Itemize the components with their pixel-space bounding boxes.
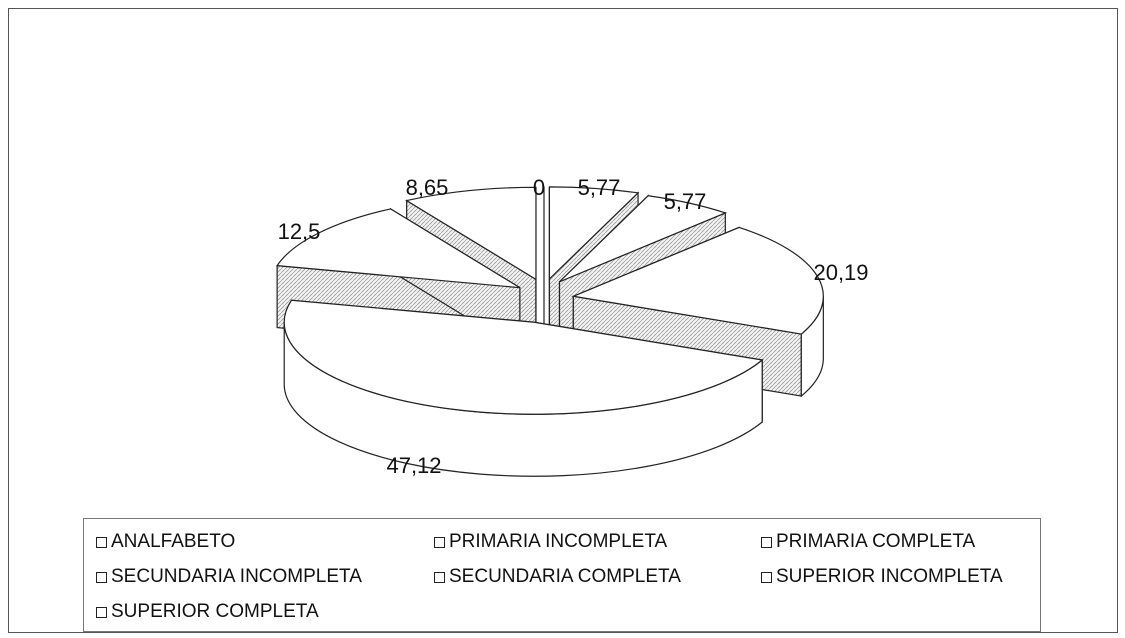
legend-item-superior-completa: SUPERIOR COMPLETA	[96, 601, 319, 623]
legend-label: SUPERIOR INCOMPLETA	[776, 566, 1003, 587]
legend-swatch	[761, 571, 772, 583]
legend-item-superior-incompleta: SUPERIOR INCOMPLETA	[761, 566, 1003, 588]
legend-label: PRIMARIA INCOMPLETA	[449, 531, 668, 552]
data-label: 47,12	[386, 453, 441, 478]
legend-swatch	[96, 536, 107, 548]
legend-item-primaria-completa: PRIMARIA COMPLETA	[761, 531, 975, 553]
legend-swatch	[761, 536, 772, 548]
chart-legend: ANALFABETO PRIMARIA INCOMPLETA PRIMARIA …	[83, 518, 1041, 632]
data-label: 0	[533, 175, 545, 200]
chart-frame: 0 5,77 5,77 20,19 47,12 12,5 8,65 ANALFABETO P…	[8, 8, 1118, 633]
legend-item-secundaria-completa: SECUNDARIA COMPLETA	[434, 566, 681, 588]
pie-slice-secundaria-completa	[283, 299, 764, 477]
data-label: 8,65	[406, 175, 449, 200]
legend-label: SECUNDARIA COMPLETA	[449, 566, 681, 587]
legend-swatch	[434, 536, 445, 548]
legend-swatch	[434, 571, 445, 583]
legend-label: SECUNDARIA INCOMPLETA	[111, 566, 362, 587]
legend-swatch	[96, 606, 107, 618]
data-label: 20,19	[813, 260, 868, 285]
data-label: 12,5	[278, 219, 321, 244]
legend-item-analfabeto: ANALFABETO	[96, 531, 235, 553]
legend-label: PRIMARIA COMPLETA	[776, 531, 976, 552]
legend-label: ANALFABETO	[111, 531, 236, 552]
legend-swatch	[96, 571, 107, 583]
pie-chart: 0 5,77 5,77 20,19 47,12 12,5 8,65	[276, 175, 869, 478]
data-label: 5,77	[578, 175, 621, 200]
data-label: 5,77	[664, 189, 707, 214]
legend-item-primaria-incompleta: PRIMARIA INCOMPLETA	[434, 531, 667, 553]
legend-label: SUPERIOR COMPLETA	[111, 601, 319, 622]
legend-item-secundaria-incompleta: SECUNDARIA INCOMPLETA	[96, 566, 362, 588]
